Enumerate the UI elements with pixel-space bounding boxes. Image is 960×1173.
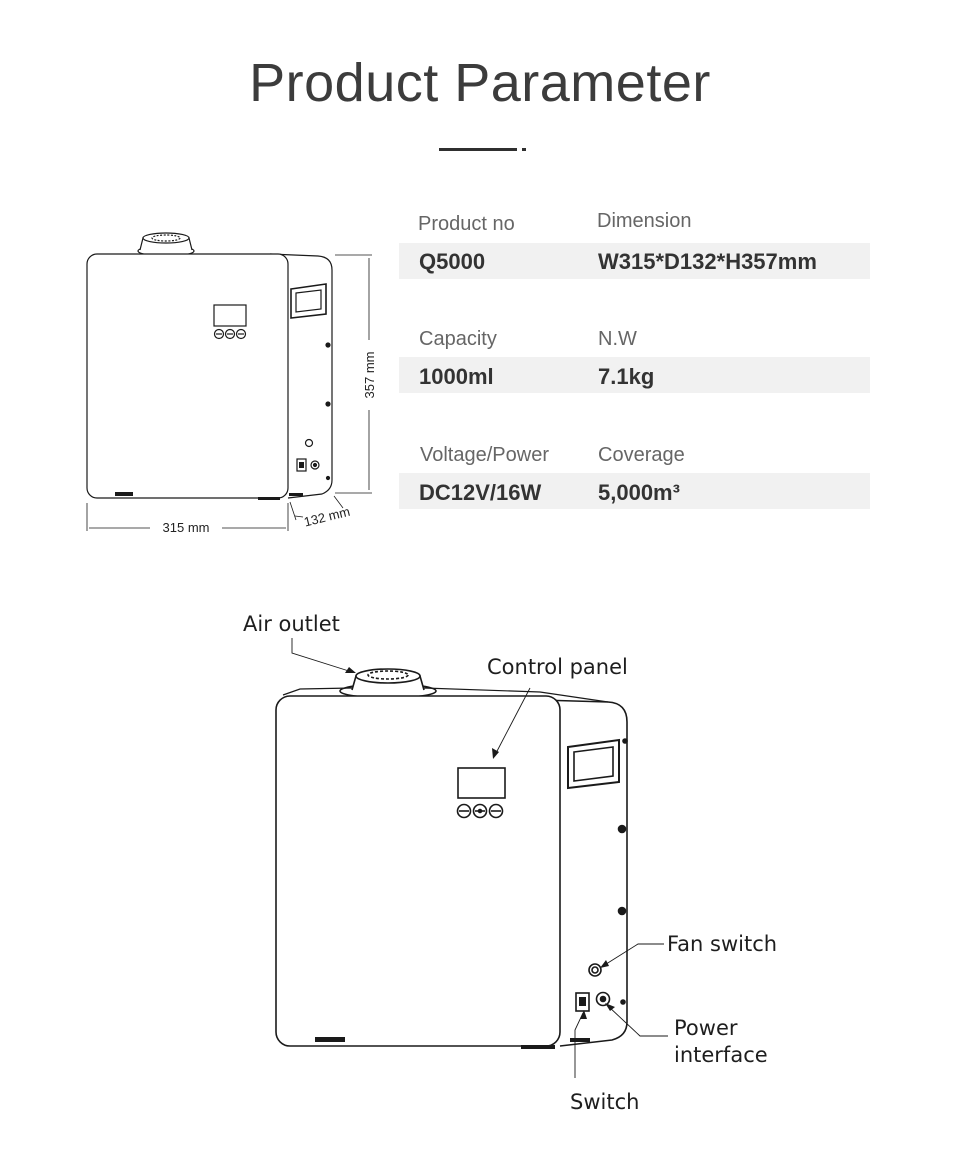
spec-label-dimension: Dimension xyxy=(597,210,692,232)
callout-control-panel: Control panel xyxy=(487,655,628,679)
spec-label-coverage: Coverage xyxy=(598,444,685,466)
spec-value-coverage: 5,000m³ xyxy=(598,480,680,505)
spec-value-nw: 7.1kg xyxy=(598,364,655,389)
callout-air-outlet: Air outlet xyxy=(243,612,340,636)
spec-label-capacity: Capacity xyxy=(419,328,497,350)
spec-row-band xyxy=(399,357,870,393)
callout-switch: Switch xyxy=(570,1090,639,1114)
spec-label-voltage: Voltage/Power xyxy=(420,444,549,466)
spec-row-band xyxy=(399,473,870,509)
spec-value-capacity: 1000ml xyxy=(419,364,494,389)
callout-power-interface-line2: interface xyxy=(674,1043,768,1067)
dimension-width-label: 315 mm xyxy=(163,520,210,535)
callout-power-interface-line1: Power xyxy=(674,1016,738,1040)
dimension-height-label: 357 mm xyxy=(362,352,377,399)
dimension-drawing xyxy=(86,232,372,531)
callout-fan-switch: Fan switch xyxy=(667,932,777,956)
spec-value-voltage: DC12V/16W xyxy=(419,480,542,505)
spec-value-product-no: Q5000 xyxy=(419,249,486,274)
spec-label-product-no: Product no xyxy=(418,213,515,235)
callout-arrowheads xyxy=(345,667,615,1019)
spec-value-dimension: W315*D132*H357mm xyxy=(598,249,817,274)
title-divider-dot xyxy=(522,148,526,151)
dimension-depth-label: 132 mm xyxy=(302,504,351,530)
spec-row-band xyxy=(399,243,870,279)
spec-label-nw: N.W xyxy=(598,328,637,350)
labeled-drawing xyxy=(275,668,628,1049)
page-title: Product Parameter xyxy=(249,53,711,113)
title-divider xyxy=(439,148,517,151)
